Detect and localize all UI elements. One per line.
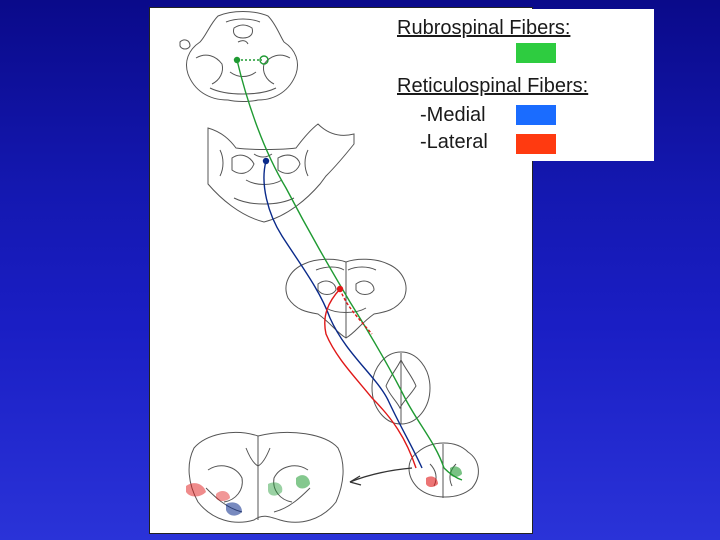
midbrain-section — [179, 11, 298, 102]
rubrospinal-legend-label: Rubrospinal Fibers: — [397, 17, 571, 39]
reticulospinal-legend-label: Reticulospinal Fibers: — [397, 75, 589, 97]
lumbar-cord-section — [408, 442, 479, 498]
cord-terminal-fields — [186, 466, 462, 516]
lateral-legend-label: -Lateral — [420, 131, 488, 153]
rubrospinal-swatch — [516, 43, 556, 63]
magnification-arrow — [349, 467, 413, 483]
medial-reticulospinal-tract — [262, 157, 423, 469]
enlarged-spinal-cord-section — [188, 431, 344, 523]
medulla-section — [285, 258, 407, 339]
cervical-cord-section — [371, 351, 431, 425]
pons-section — [207, 123, 355, 223]
tract-legend: Rubrospinal Fibers: Reticulospinal Fiber… — [393, 9, 654, 161]
medial-legend-label: -Medial — [420, 104, 486, 126]
rubrospinal-tract — [233, 55, 463, 481]
lateral-reticulospinal-tract — [324, 285, 417, 469]
tract-diagram-svg — [179, 11, 479, 523]
lateral-swatch — [516, 134, 556, 154]
medial-swatch — [516, 105, 556, 125]
